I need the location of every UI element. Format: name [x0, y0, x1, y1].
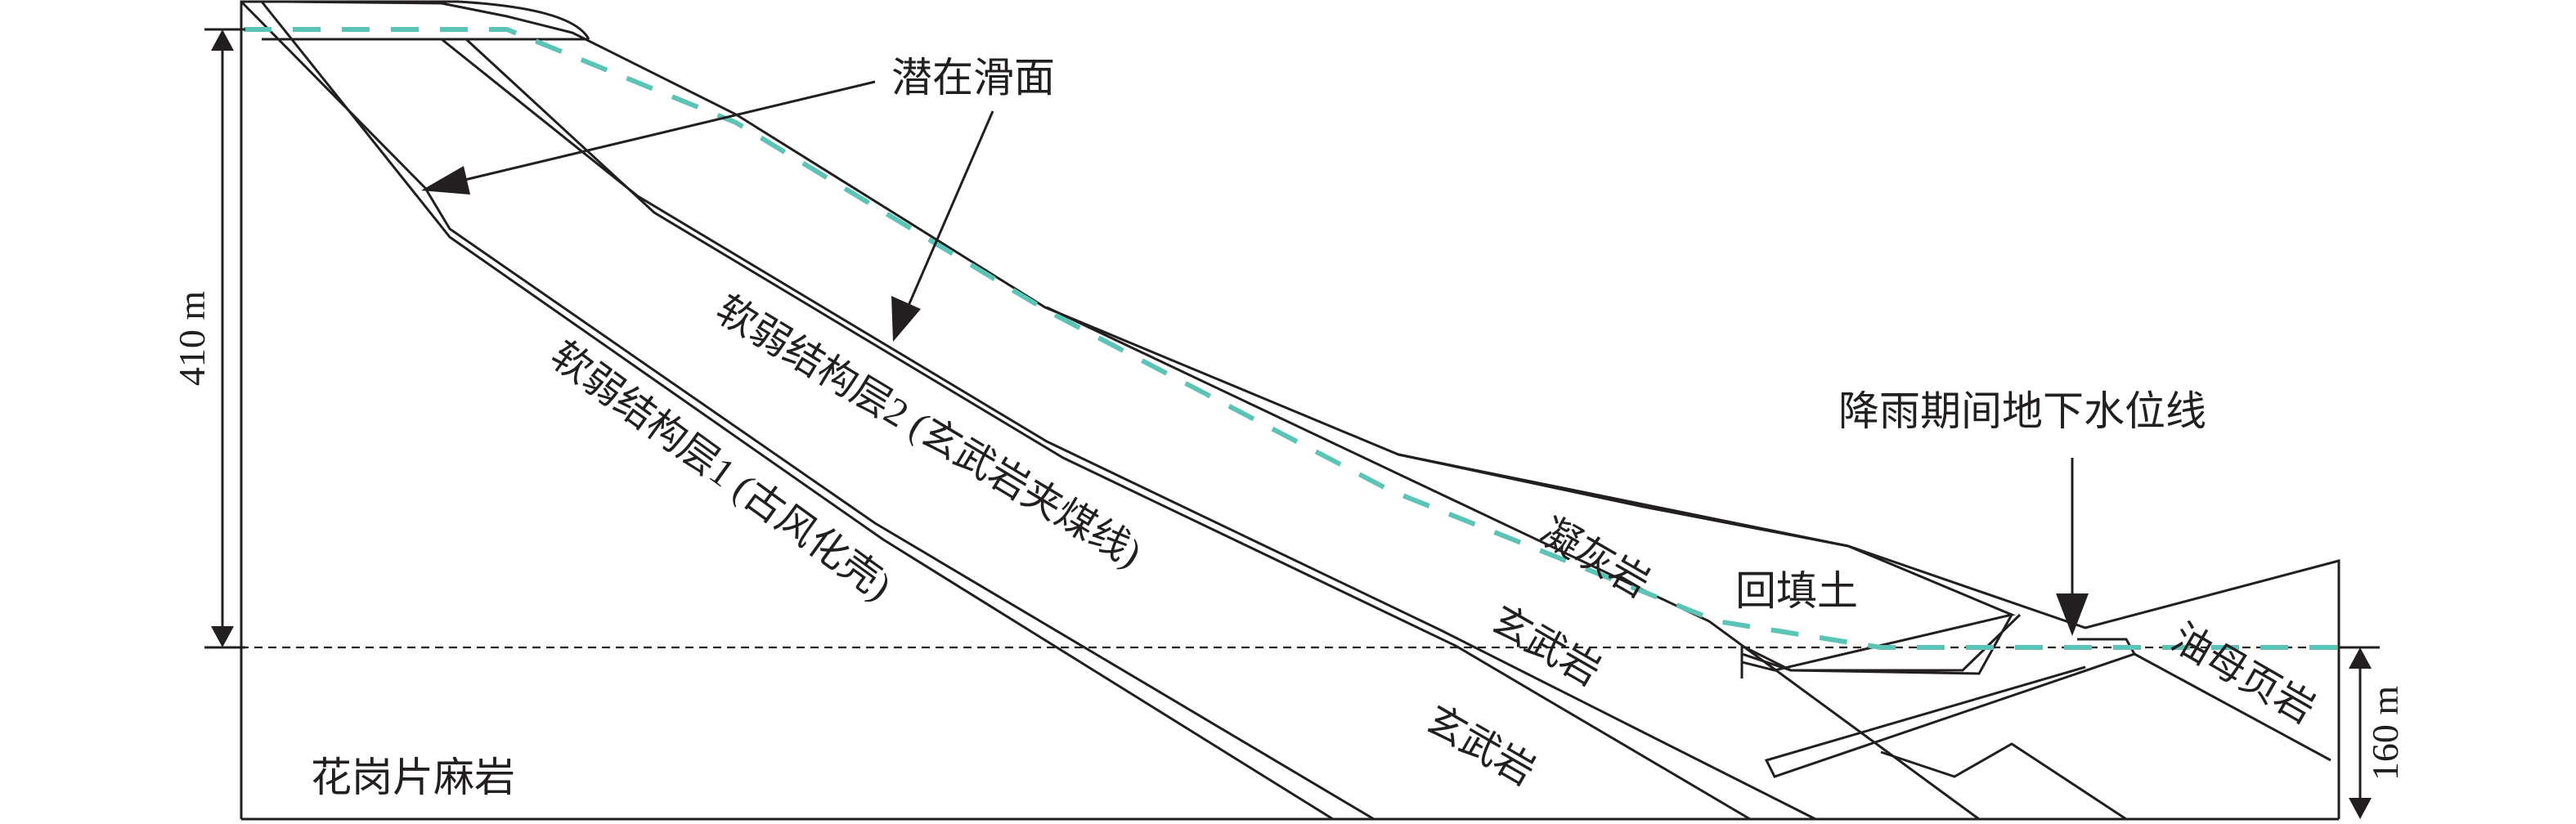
slip-arrow-1-shaft — [457, 80, 876, 183]
backfill-trench — [1741, 613, 2022, 672]
oil-shale-lower-bound — [2134, 652, 2331, 762]
groundwater-arrow-head — [2056, 593, 2089, 636]
soft-layer-2-bottom — [464, 38, 1751, 821]
slip-arrow-2-shaft — [906, 110, 994, 308]
basalt-upper-label: 玄武岩 — [1484, 598, 1608, 695]
dim-410-arrow-up — [211, 29, 234, 51]
basalt-lower-label: 玄武岩 — [1419, 698, 1542, 795]
crest-mound — [262, 0, 590, 40]
dim-160-arrow-down — [2349, 798, 2372, 819]
oil-shale-outline — [1764, 638, 2137, 778]
slip-surface-label: 潜在滑面 — [891, 55, 1055, 101]
dim-410-arrow-down — [211, 626, 234, 647]
oil-shale-label: 油母页岩 — [2165, 616, 2322, 732]
backfill-label: 回填土 — [1735, 568, 1858, 614]
tuff-base-line — [1046, 306, 1980, 821]
soft-layer-1-bottom — [260, 1, 1334, 821]
backfill-boundary — [1398, 453, 2016, 675]
slip-arrow-2-head — [891, 296, 921, 342]
granite-gneiss-label: 花岗片麻岩 — [311, 755, 515, 800]
dim-410-label: 410 m — [171, 291, 213, 387]
slip-arrow-1-head — [421, 166, 470, 195]
groundwater-table-line — [244, 27, 2355, 650]
soft-layer-1-top — [240, 0, 1375, 821]
lower-wedge — [1880, 742, 2127, 821]
dim-160-label: 160 m — [2364, 686, 2406, 781]
groundwater-label: 降雨期间地下水位线 — [1838, 388, 2206, 434]
soft-layer-2-top — [441, 38, 1816, 821]
tuff-label: 凝灰岩 — [1533, 510, 1657, 607]
dim-160-arrow-up — [2349, 647, 2372, 669]
